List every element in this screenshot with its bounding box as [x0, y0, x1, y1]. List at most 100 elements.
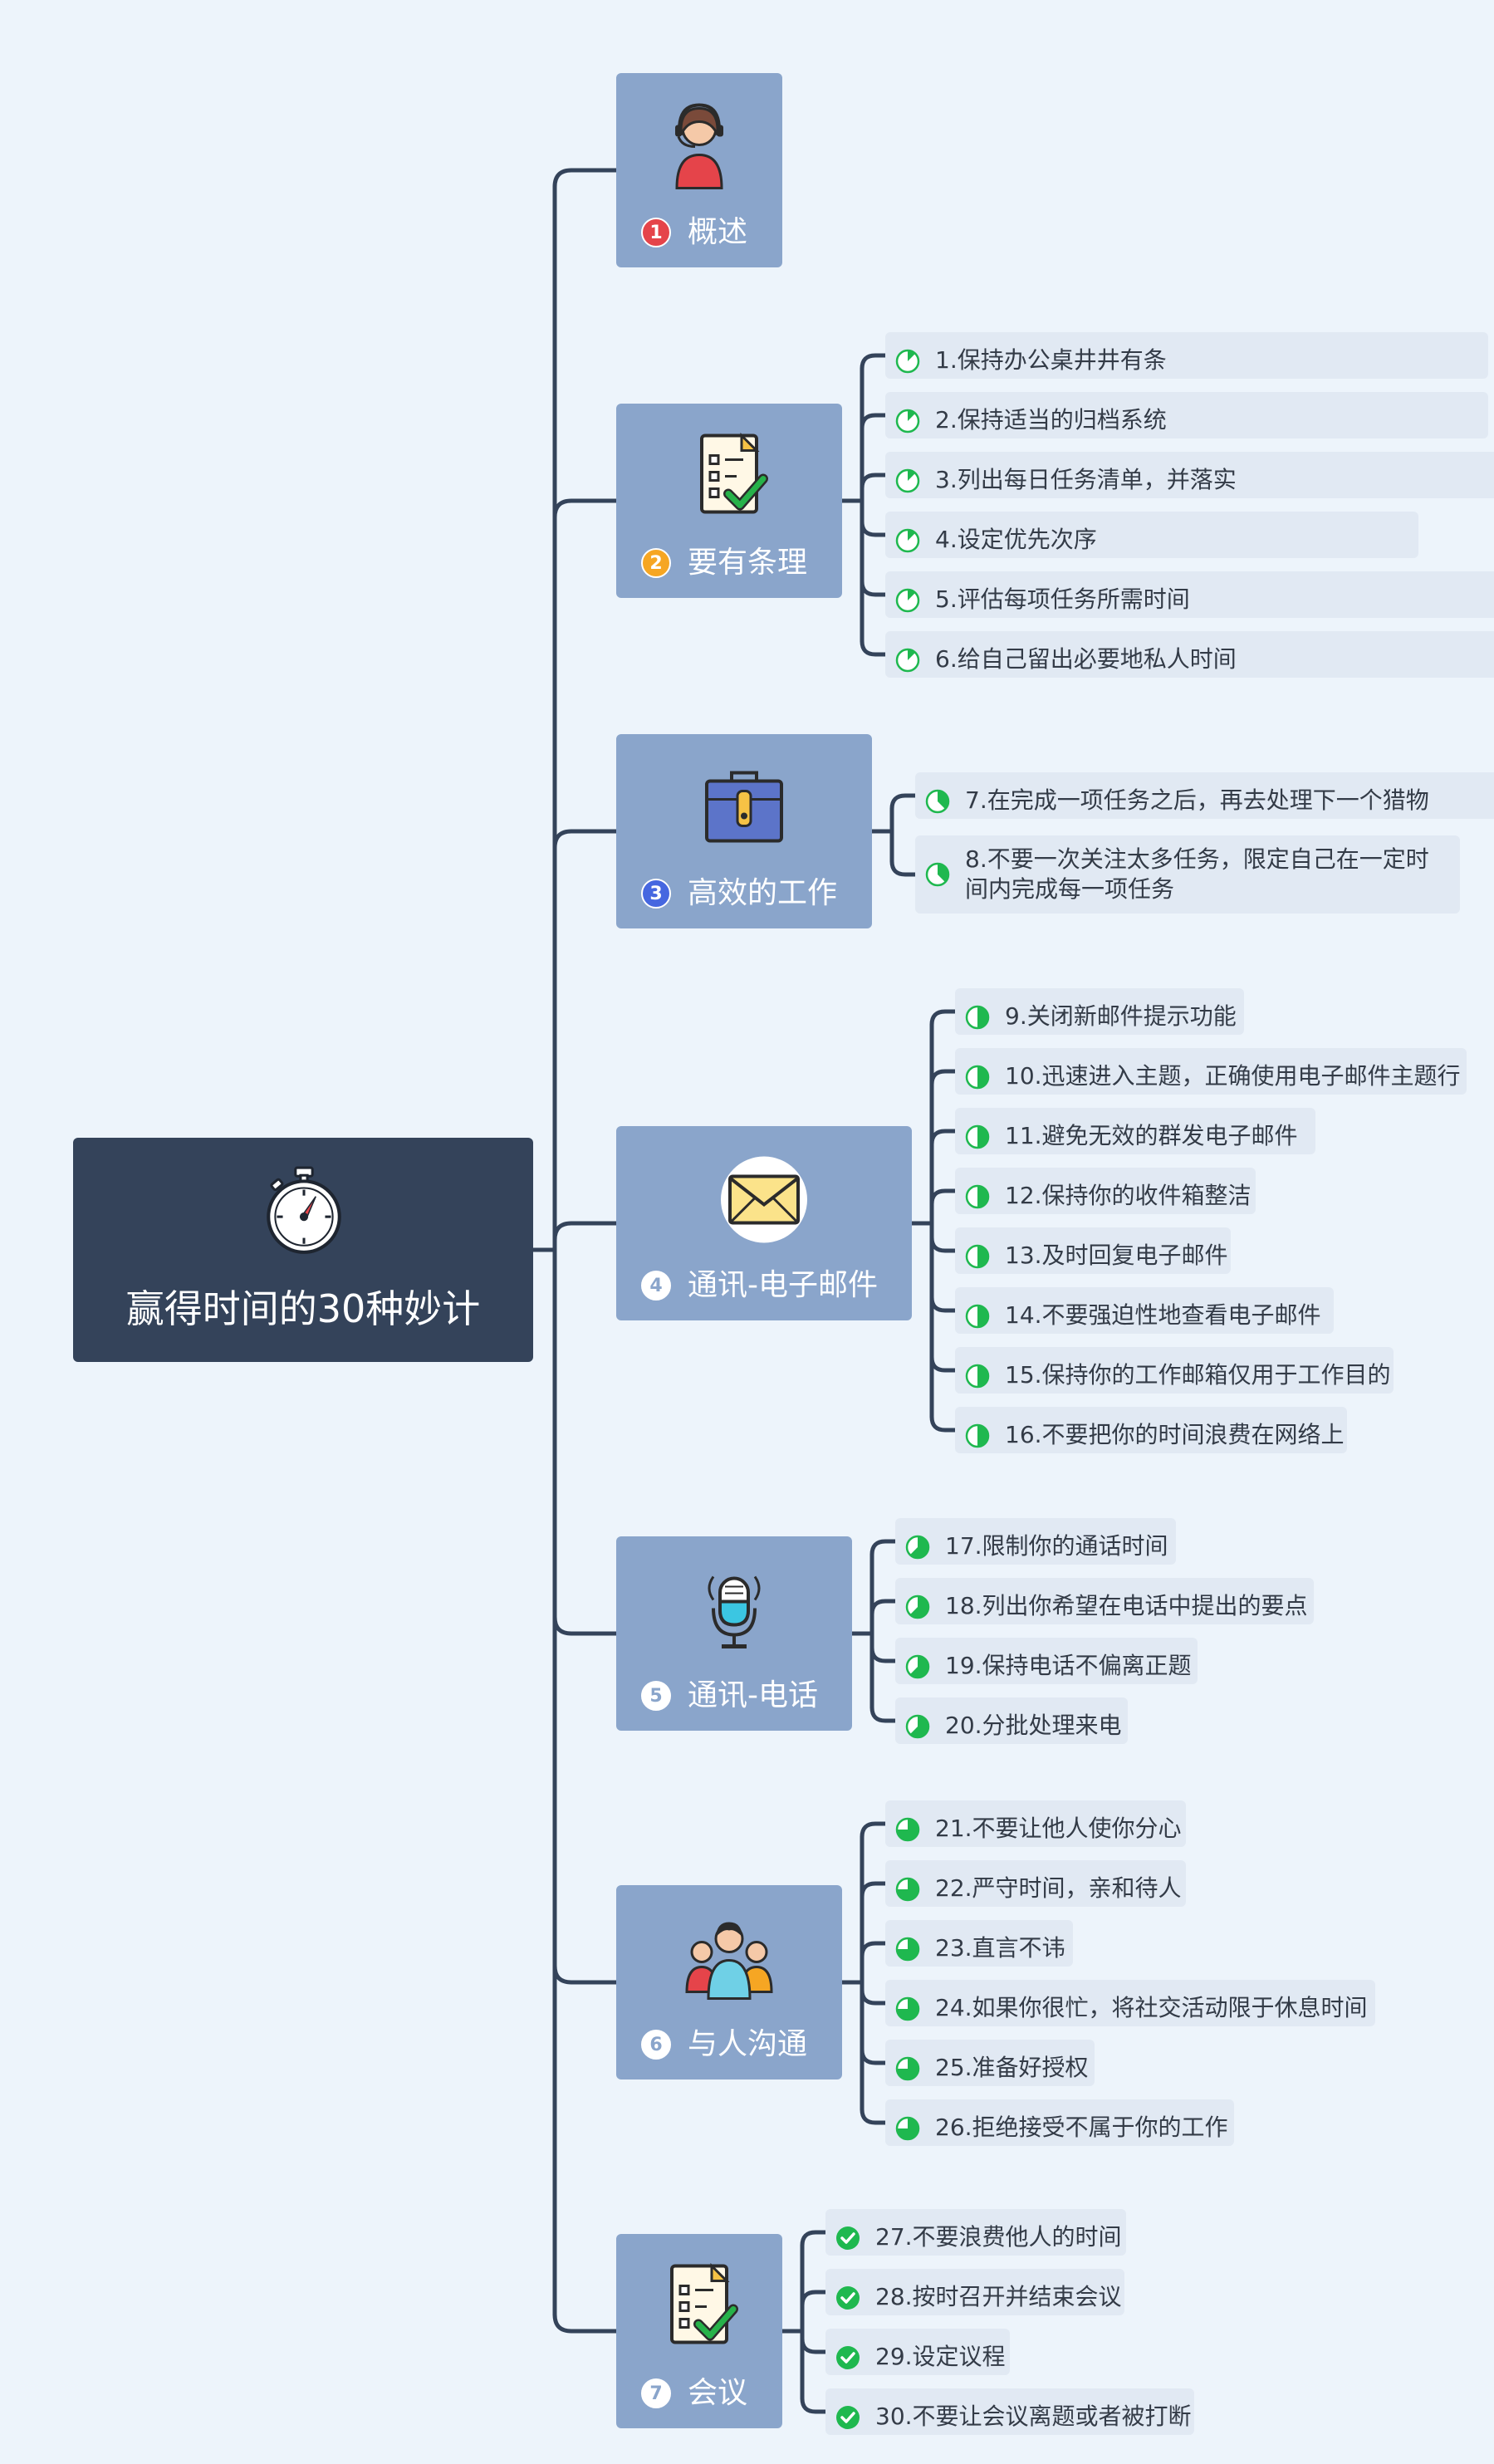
subtopic-text: 19.保持电话不偏离正题 — [945, 1652, 1192, 1679]
leaf-connector — [860, 519, 888, 537]
leaf-connector — [860, 2047, 888, 2065]
subtopic-item[interactable]: 25.准备好授权 — [885, 2040, 1095, 2086]
leaf-connector — [860, 353, 888, 371]
checklist-icon — [700, 432, 768, 514]
subtopic-item[interactable]: 3.列出每日任务清单，并落实 — [885, 452, 1494, 498]
leaf-connector — [869, 1645, 898, 1663]
leaf-connector — [800, 2230, 828, 2248]
leaf-connector — [860, 579, 888, 597]
envelope-icon — [721, 1156, 807, 1243]
subtopic-item[interactable]: 9.关闭新邮件提示功能 — [955, 988, 1244, 1035]
subtopic-text: 14.不要强迫性地查看电子邮件 — [1005, 1301, 1321, 1329]
leaf-connector — [860, 1941, 888, 1959]
subtopic-item[interactable]: 27.不要浪费他人的时间 — [825, 2209, 1126, 2256]
progress-icon — [905, 1594, 930, 1619]
branch-label-row: 7 会议 — [641, 2377, 747, 2410]
progress-icon — [965, 1364, 990, 1389]
leaf-connector — [929, 1188, 958, 1207]
people-group-icon — [685, 1922, 773, 2000]
stopwatch-icon — [267, 1166, 341, 1254]
subtopic-item[interactable]: 18.列出你希望在电话中提出的要点 — [895, 1578, 1314, 1624]
leaf-connector — [800, 2290, 828, 2308]
branch-connector-6 — [552, 1963, 619, 1985]
subtopic-item[interactable]: 26.拒绝接受不属于你的工作 — [885, 2099, 1234, 2146]
subtopic-item[interactable]: 13.及时回复电子邮件 — [955, 1227, 1231, 1274]
progress-icon — [965, 1184, 990, 1209]
subtopic-text: 6.给自己留出必要地私人时间 — [935, 645, 1237, 673]
branch-topic-7[interactable]: 7 会议 — [616, 2234, 782, 2428]
leaf-connector — [869, 1705, 898, 1723]
subtopic-item[interactable]: 21.不要让他人使你分心 — [885, 1800, 1186, 1847]
subtopic-item[interactable]: 20.分批处理来电 — [895, 1697, 1128, 1744]
subtopic-item[interactable]: 1.保持办公桌井井有条 — [885, 332, 1488, 379]
subtopic-item[interactable]: 7.在完成一项任务之后，再去处理下一个猎物 — [915, 772, 1494, 819]
branch-title: 会议 — [688, 2376, 748, 2410]
priority-marker-3: 3 — [641, 879, 671, 909]
root-title: 赢得时间的30种妙计 — [125, 1286, 481, 1331]
subtopic-text: 29.设定议程 — [875, 2343, 1006, 2370]
leaf-connector — [860, 1881, 888, 1899]
subtopic-item[interactable]: 22.严守时间，亲和待人 — [885, 1860, 1186, 1907]
subtopic-text: 17.限制你的通话时间 — [945, 1532, 1168, 1560]
progress-icon — [836, 2406, 860, 2429]
subtopic-item[interactable]: 2.保持适当的归档系统 — [885, 392, 1488, 438]
progress-icon — [895, 588, 920, 613]
subtopic-text: 13.及时回复电子邮件 — [1005, 1242, 1228, 1269]
subtopic-text: 21.不要让他人使你分心 — [935, 1815, 1182, 1842]
subtopic-text: 26.拒绝接受不属于你的工作 — [935, 2114, 1228, 2141]
subtopic-item[interactable]: 30.不要让会议离题或者被打断 — [825, 2388, 1194, 2435]
progress-icon — [895, 1877, 920, 1902]
root-topic[interactable]: 赢得时间的30种妙计 — [73, 1138, 533, 1362]
subtopic-item[interactable]: 16.不要把你的时间浪费在网络上 — [955, 1407, 1347, 1453]
subtopic-item[interactable]: 8.不要一次关注太多任务，限定自己在一定时间内完成每一项任务 — [915, 835, 1460, 914]
leaf-connector — [889, 859, 918, 877]
branch-title: 概述 — [688, 215, 748, 249]
progress-icon — [905, 1654, 930, 1679]
subtopic-text: 30.不要让会议离题或者被打断 — [875, 2403, 1192, 2430]
branch-title: 通讯-电子邮件 — [688, 1268, 878, 1302]
progress-icon — [895, 1937, 920, 1962]
priority-marker-7: 7 — [641, 2378, 671, 2408]
subtopic-text: 18.列出你希望在电话中提出的要点 — [945, 1592, 1308, 1619]
subtopic-item[interactable]: 24.如果你很忙，将社交活动限于休息时间 — [885, 1980, 1375, 2026]
progress-icon — [925, 862, 950, 887]
subtopic-item[interactable]: 4.设定优先次序 — [885, 512, 1418, 558]
leaf-connector — [929, 1235, 958, 1253]
leaf-connector — [929, 1295, 958, 1313]
subtopic-item[interactable]: 23.直言不讳 — [885, 1920, 1073, 1967]
subtopic-item[interactable]: 19.保持电话不偏离正题 — [895, 1638, 1198, 1684]
subtopic-item[interactable]: 29.设定议程 — [825, 2329, 1010, 2375]
branch-connector-1 — [552, 168, 619, 189]
subtopic-item[interactable]: 5.评估每项任务所需时间 — [885, 571, 1494, 618]
subtopic-text: 9.关闭新邮件提示功能 — [1005, 1002, 1237, 1030]
subtopic-item[interactable]: 28.按时召开并结束会议 — [825, 2269, 1124, 2315]
subtopic-item[interactable]: 14.不要强迫性地查看电子邮件 — [955, 1287, 1334, 1334]
progress-icon — [895, 1996, 920, 2021]
subtopic-item[interactable]: 6.给自己留出必要地私人时间 — [885, 631, 1494, 678]
leaf-connector — [800, 2336, 828, 2354]
subtopic-text: 23.直言不讳 — [935, 1934, 1065, 1962]
subtopic-text: 3.列出每日任务清单，并落实 — [935, 466, 1237, 493]
leaf-connector — [929, 1129, 958, 1147]
subtopic-item[interactable]: 11.避免无效的群发电子邮件 — [955, 1108, 1315, 1154]
subtopic-text: 4.设定优先次序 — [935, 526, 1097, 553]
subtopic-item[interactable]: 10.迅速进入主题，正确使用电子邮件主题行 — [955, 1048, 1467, 1095]
progress-icon — [965, 1124, 990, 1149]
branch-connector-3 — [552, 829, 619, 850]
progress-icon — [836, 2346, 860, 2369]
subtopic-item[interactable]: 15.保持你的工作邮箱仅用于工作目的 — [955, 1347, 1394, 1394]
branch-connector-7 — [552, 2312, 619, 2334]
subtopic-item[interactable]: 17.限制你的通话时间 — [895, 1518, 1176, 1565]
leaf-connector — [800, 2396, 828, 2414]
subtopic-item[interactable]: 12.保持你的收件箱整洁 — [955, 1168, 1256, 1214]
